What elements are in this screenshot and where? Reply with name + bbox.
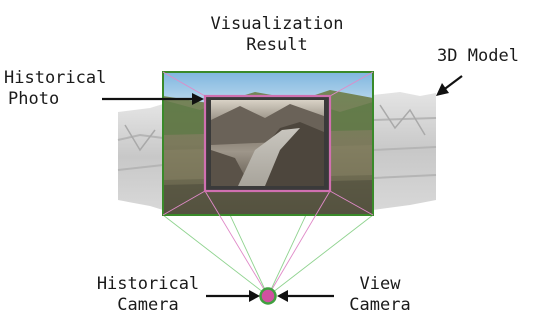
historical-photo-label: Historical Photo [4, 68, 122, 110]
model-arrow [436, 75, 463, 96]
view-camera-label: View Camera [336, 274, 424, 316]
visualization-result-line2: Result [246, 35, 308, 55]
3d-model-terrain [117, 92, 437, 210]
arrows [102, 75, 463, 302]
view-camera-line2: Camera [349, 295, 411, 315]
camera-marker [259, 287, 277, 305]
historical-photo-line1: Historical [4, 68, 107, 88]
historical-camera-line1: Historical [96, 274, 200, 294]
3d-model-text: 3D Model [437, 46, 519, 66]
photo-arrow [102, 93, 204, 105]
historical-camera-arrow [206, 290, 260, 302]
3d-model-label: 3D Model [424, 46, 532, 67]
visualization-result-label: Visualization Result [192, 14, 362, 56]
view-camera-line1: View [359, 274, 401, 294]
visualization-result-line1: Visualization [210, 14, 344, 34]
historical-photo-line2: Photo [8, 89, 60, 109]
historical-camera-line2: Camera [117, 295, 179, 315]
historical-camera-label: Historical Camera [88, 274, 208, 316]
historical-camera-rays [162, 71, 374, 297]
view-camera-arrow [277, 290, 334, 302]
historical-photo [203, 94, 332, 193]
